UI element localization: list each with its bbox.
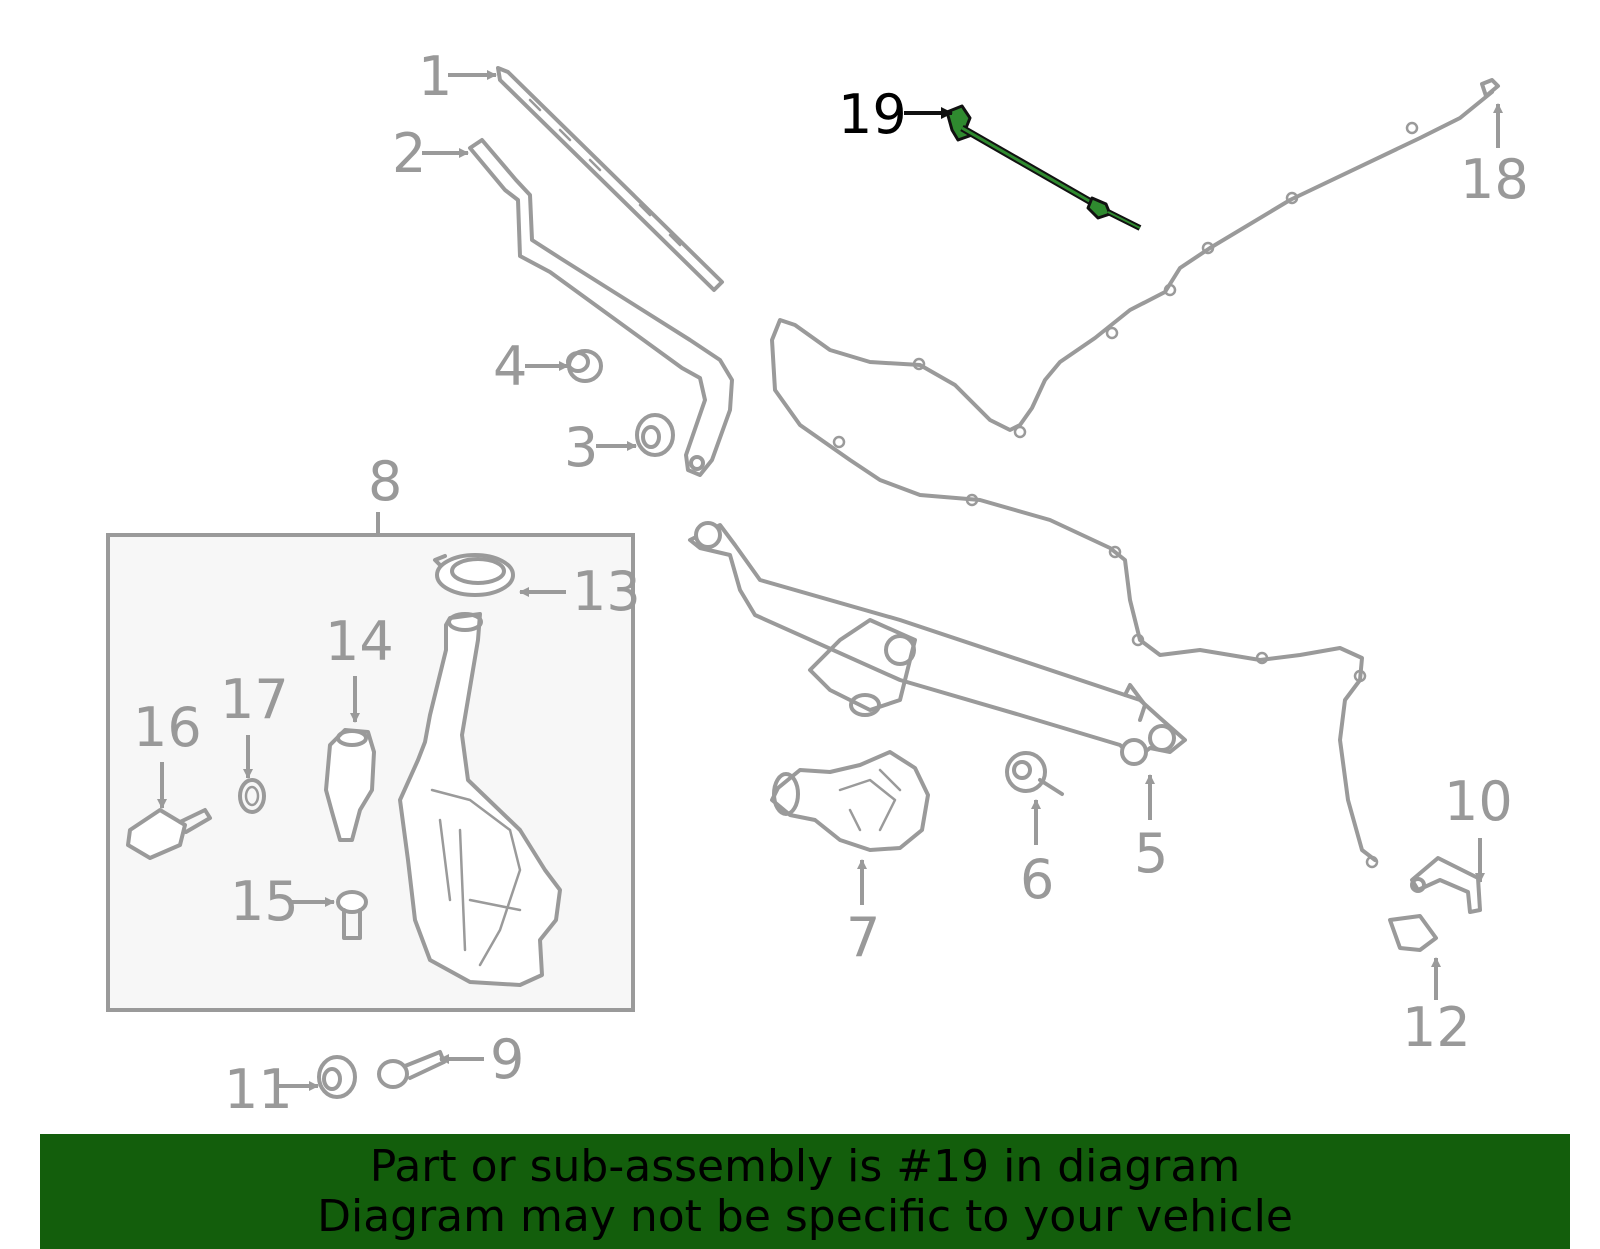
callout-9: 9 (490, 1028, 524, 1091)
reservoir-cap-part-13 (433, 553, 515, 597)
callout-4: 4 (493, 335, 527, 398)
callout-16: 16 (133, 696, 202, 759)
callout-10: 10 (1444, 770, 1513, 833)
callout-5: 5 (1134, 822, 1168, 885)
bolt-part-15 (336, 890, 368, 940)
cap-part-4 (566, 349, 603, 383)
banner-line-1: Part or sub-assembly is #19 in diagram (369, 1141, 1241, 1192)
nut-part-3 (635, 413, 675, 457)
callout-1: 1 (418, 45, 452, 108)
callout-8: 8 (368, 450, 402, 513)
wiper-arm-part-2 (468, 138, 734, 477)
level-sensor-part-16 (126, 808, 212, 860)
wiper-blade-part-1 (496, 66, 724, 292)
info-banner: Part or sub-assembly is #19 in diagram D… (40, 1134, 1570, 1249)
callout-13: 13 (572, 560, 641, 623)
callout-6: 6 (1020, 848, 1054, 911)
callout-7: 7 (846, 906, 880, 969)
wiper-motor-part-7 (770, 750, 930, 852)
nut-part-11 (317, 1055, 357, 1099)
callout-2: 2 (392, 122, 426, 185)
callout-18: 18 (1460, 148, 1529, 211)
callout-3: 3 (564, 416, 598, 479)
o-ring-part-17 (238, 778, 266, 814)
bolt-part-9 (377, 1050, 446, 1089)
callout-11: 11 (224, 1058, 293, 1121)
wiper-linkage-part-5 (688, 521, 1187, 766)
callout-arrows (157, 70, 1503, 1091)
callout-15: 15 (230, 870, 299, 933)
callout-12: 12 (1402, 996, 1471, 1059)
callout-labels: 1 2 3 4 5 6 7 8 9 10 11 12 13 14 15 16 1… (133, 45, 1529, 1121)
callout-19: 19 (838, 83, 907, 146)
reservoir-part-8 (398, 612, 562, 987)
clip-part-10 (1410, 856, 1482, 914)
washer-nozzle-part-19 (945, 104, 1142, 231)
callout-14: 14 (325, 610, 394, 673)
banner-line-2: Diagram may not be specific to your vehi… (317, 1191, 1293, 1242)
washer-pump-part-14 (324, 728, 376, 842)
nut-part-6 (1005, 751, 1064, 796)
washer-hose-part-18 (770, 78, 1500, 869)
clip-part-12 (1388, 914, 1438, 952)
callout-17: 17 (220, 668, 289, 731)
